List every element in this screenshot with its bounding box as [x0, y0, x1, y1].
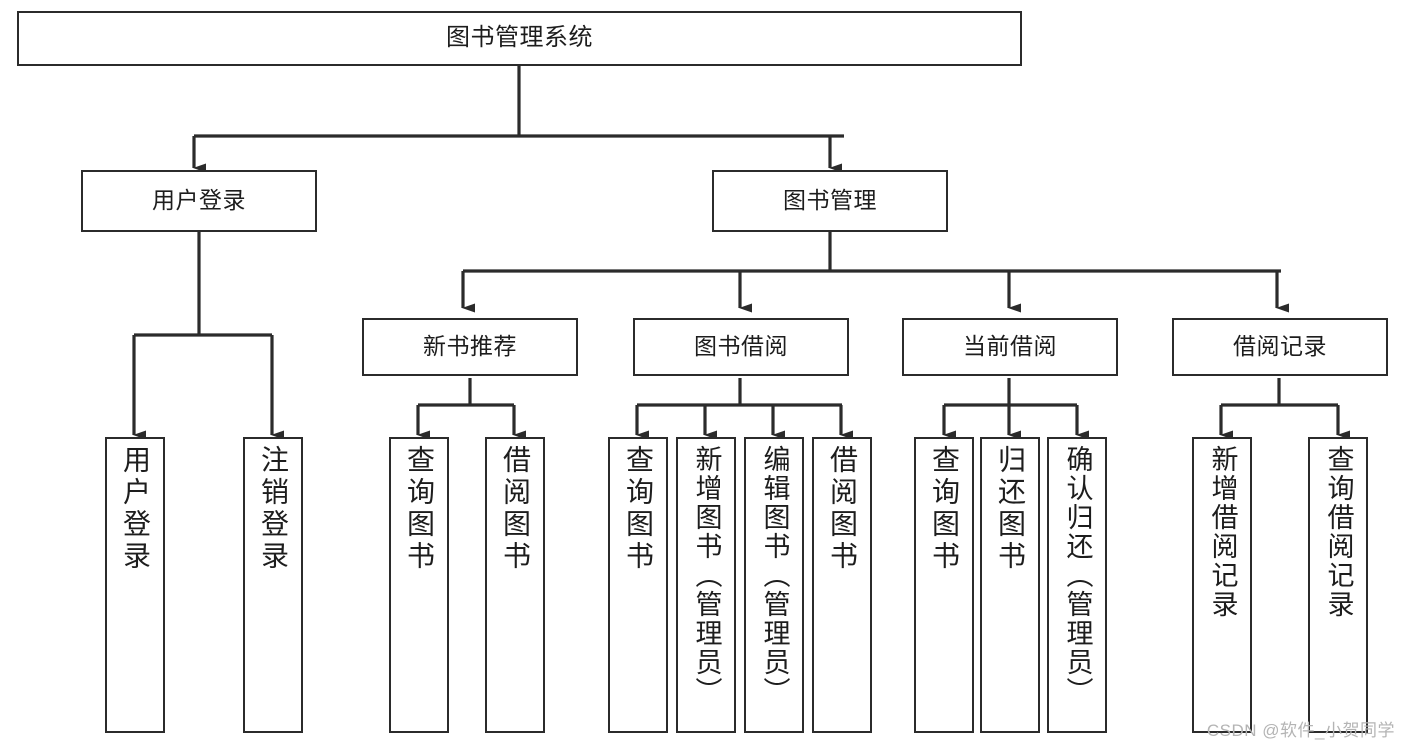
- node-leaf-edit-book-label: 编辑图书（管理员）: [759, 445, 790, 706]
- node-book-manage[interactable]: 图书管理: [712, 170, 948, 232]
- node-leaf-return-book-label: 归还图书: [995, 445, 1026, 573]
- node-leaf-query-book-3-label: 查询图书: [929, 445, 960, 573]
- node-leaf-add-record-label: 新增借阅记录: [1207, 445, 1238, 619]
- node-root-label: 图书管理系统: [446, 24, 593, 52]
- node-user-login[interactable]: 用户登录: [81, 170, 317, 232]
- node-new-book-recommend-label: 新书推荐: [423, 333, 517, 360]
- node-leaf-user-login[interactable]: 用户登录: [105, 437, 165, 733]
- csdn-watermark: CSDN @软件_小贺同学: [1206, 721, 1395, 740]
- node-borrow-record-label: 借阅记录: [1233, 333, 1327, 360]
- node-leaf-borrow-book-1-label: 借阅图书: [500, 445, 531, 573]
- node-leaf-edit-book[interactable]: 编辑图书（管理员）: [744, 437, 804, 733]
- node-leaf-query-book-3[interactable]: 查询图书: [914, 437, 974, 733]
- node-leaf-query-record[interactable]: 查询借阅记录: [1308, 437, 1368, 733]
- node-leaf-query-book-2[interactable]: 查询图书: [608, 437, 668, 733]
- node-leaf-query-book-1[interactable]: 查询图书: [389, 437, 449, 733]
- node-leaf-user-login-label: 用户登录: [120, 445, 151, 573]
- node-leaf-borrow-book-2[interactable]: 借阅图书: [812, 437, 872, 733]
- node-user-login-label: 用户登录: [152, 187, 246, 214]
- node-leaf-borrow-book-1[interactable]: 借阅图书: [485, 437, 545, 733]
- node-book-manage-label: 图书管理: [783, 187, 877, 214]
- node-leaf-query-book-1-label: 查询图书: [404, 445, 435, 573]
- node-leaf-confirm-return[interactable]: 确认归还（管理员）: [1047, 437, 1107, 733]
- node-new-book-recommend[interactable]: 新书推荐: [362, 318, 578, 376]
- node-book-borrow[interactable]: 图书借阅: [633, 318, 849, 376]
- node-current-borrow-label: 当前借阅: [963, 333, 1057, 360]
- node-leaf-add-book[interactable]: 新增图书（管理员）: [676, 437, 736, 733]
- node-leaf-add-book-label: 新增图书（管理员）: [691, 445, 722, 706]
- node-leaf-return-book[interactable]: 归还图书: [980, 437, 1040, 733]
- node-leaf-query-record-label: 查询借阅记录: [1323, 445, 1354, 619]
- node-book-borrow-label: 图书借阅: [694, 333, 788, 360]
- node-leaf-query-book-2-label: 查询图书: [623, 445, 654, 573]
- node-leaf-user-logout-label: 注销登录: [258, 445, 289, 573]
- node-leaf-borrow-book-2-label: 借阅图书: [827, 445, 858, 573]
- node-leaf-user-logout[interactable]: 注销登录: [243, 437, 303, 733]
- node-borrow-record[interactable]: 借阅记录: [1172, 318, 1388, 376]
- node-root[interactable]: 图书管理系统: [17, 11, 1022, 66]
- node-leaf-confirm-return-label: 确认归还（管理员）: [1062, 445, 1093, 706]
- node-leaf-add-record[interactable]: 新增借阅记录: [1192, 437, 1252, 733]
- node-current-borrow[interactable]: 当前借阅: [902, 318, 1118, 376]
